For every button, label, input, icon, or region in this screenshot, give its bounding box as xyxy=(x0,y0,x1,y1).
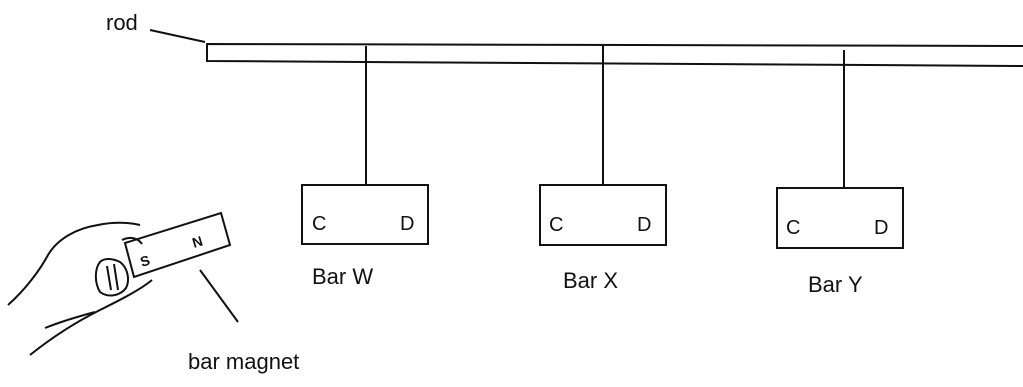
bar-y-label: Bar Y xyxy=(808,272,863,297)
rod-label-pointer xyxy=(149,29,206,43)
bar-w-assembly: C D Bar W xyxy=(301,46,429,289)
bar-magnet: S N xyxy=(123,211,232,279)
bar-magnet-label: bar magnet xyxy=(188,349,299,374)
bar-x xyxy=(539,184,667,246)
bar-x-end-d: D xyxy=(637,214,651,236)
rod-label: rod xyxy=(106,10,138,35)
bar-y-end-c: C xyxy=(786,217,800,239)
bar-y xyxy=(776,187,904,249)
bar-w xyxy=(301,184,429,245)
hand-drawing xyxy=(7,221,153,356)
magnet-pole-s: S xyxy=(138,252,152,270)
rod xyxy=(206,42,1023,67)
bar-x-assembly: C D Bar X xyxy=(539,46,667,293)
magnet-pole-n: N xyxy=(190,233,204,251)
bar-w-end-c: C xyxy=(312,213,326,235)
bar-w-end-d: D xyxy=(400,213,414,235)
bar-w-label: Bar W xyxy=(312,264,373,289)
bar-magnet-label-pointer xyxy=(199,269,239,323)
bar-y-assembly: C D Bar Y xyxy=(776,50,904,297)
bar-x-end-c: C xyxy=(549,214,563,236)
bar-x-label: Bar X xyxy=(563,268,618,293)
bar-y-end-d: D xyxy=(874,217,888,239)
